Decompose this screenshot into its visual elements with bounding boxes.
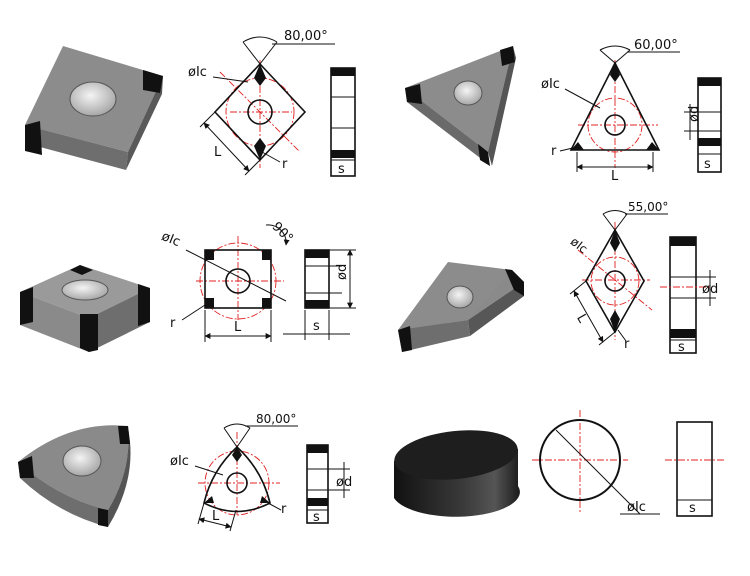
angle-label-60: 60,00°	[634, 38, 678, 53]
radius-label: r	[551, 144, 557, 159]
length-label: L	[214, 145, 222, 160]
thickness-label: s	[678, 340, 685, 355]
ic-label: øIc	[188, 65, 207, 80]
thickness-label: s	[704, 157, 711, 172]
thickness-label: s	[313, 319, 320, 334]
insert-tnma-60: 60,00° øIc L r ød s	[405, 38, 722, 184]
length-label: L	[234, 320, 242, 335]
thickness-label: s	[313, 510, 320, 525]
ic-label: øIc	[568, 234, 590, 256]
insert-3d-square-90	[20, 265, 150, 352]
ic-label: øIc	[159, 229, 182, 250]
radius-label: r	[282, 157, 288, 172]
insert-plan-view-rhombic-55: 55,00° øIc L r	[568, 200, 669, 352]
insert-side-view-rhombic-55: ød s	[660, 236, 718, 355]
hole-diameter-label: ød	[335, 264, 350, 280]
angle-label-80: 80,00°	[256, 412, 296, 426]
hole-diameter-label: ød	[702, 282, 718, 297]
ic-label: øIc	[627, 500, 646, 515]
insert-dnma-55: 55,00° øIc L r ød s	[398, 200, 718, 355]
insert-3d-trigon-80	[18, 425, 131, 527]
radius-label: r	[170, 316, 176, 331]
ic-label: øIc	[541, 77, 560, 92]
insert-plan-view-triangle-60: 60,00° øIc L r	[541, 38, 680, 184]
angle-label-80: 80,00°	[284, 29, 328, 44]
insert-wnma-80: 80,00° øIc L r ød s	[18, 412, 352, 532]
ic-label: øIc	[170, 454, 189, 469]
insert-3d-round-cylinder	[394, 430, 520, 517]
length-label: L	[611, 169, 619, 184]
insert-side-view-rhombic-80: s	[330, 67, 356, 177]
insert-3d-rhombic-55	[398, 262, 524, 352]
thickness-label: s	[338, 162, 345, 177]
insert-round-solid: øIc s	[394, 410, 724, 517]
insert-cnma-80: 80,00° øIc L r s	[25, 29, 356, 177]
insert-plan-view-round: øIc	[532, 410, 660, 515]
insert-plan-view-square-90: 90° øIc L r	[159, 219, 296, 342]
insert-3d-rhombic-80	[25, 46, 163, 170]
hole-diameter-label: ød	[687, 106, 702, 122]
insert-plan-view-rhombic-80: 80,00° øIc L r	[188, 29, 335, 176]
radius-label: r	[281, 502, 287, 517]
thickness-label: s	[689, 501, 696, 516]
radius-label: r	[624, 337, 630, 352]
length-label: L	[573, 312, 590, 326]
insert-side-view-round: s	[665, 421, 724, 517]
insert-side-view-square-90: ød s	[283, 249, 356, 340]
length-label: L	[212, 509, 220, 524]
insert-side-view-trigon-80: ød s	[306, 444, 352, 525]
insert-side-view-triangle-60: ød s	[684, 77, 722, 173]
hole-diameter-label: ød	[336, 475, 352, 490]
insert-snma-90: 90° øIc L r ød s	[20, 219, 356, 352]
angle-label-90: 90°	[269, 219, 296, 246]
angle-label-55: 55,00°	[628, 200, 668, 214]
insert-plan-view-trigon-80: 80,00° øIc L r	[170, 412, 298, 532]
insert-3d-triangle-60	[405, 46, 516, 166]
